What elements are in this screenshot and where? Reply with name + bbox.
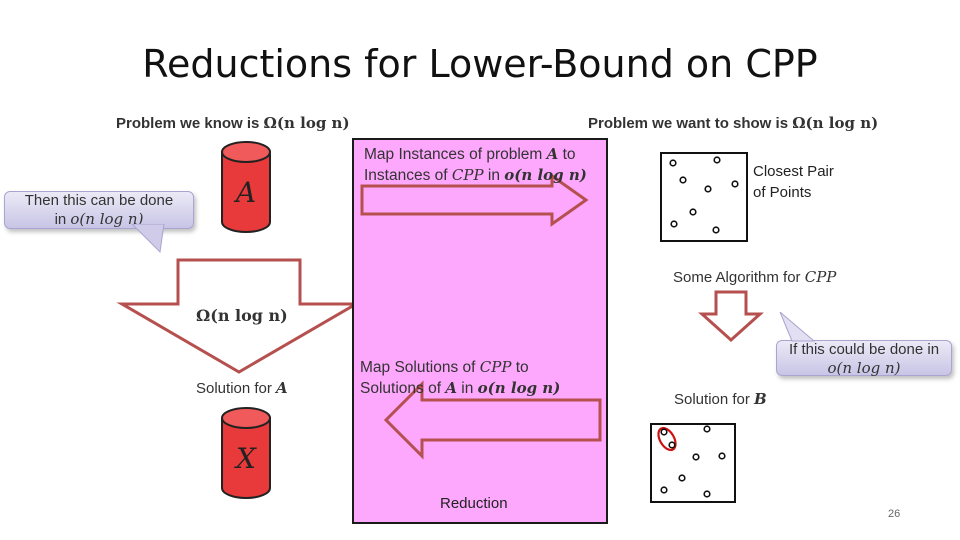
some-algorithm-label: Some Algorithm for CPP: [673, 268, 837, 286]
point-marker-icon: [689, 208, 697, 216]
point-marker-icon: [731, 180, 739, 188]
point-marker-icon: [660, 486, 668, 494]
callout-right: If this could be done in o(n log n): [776, 340, 952, 377]
points-solution: [657, 425, 726, 498]
reduction-label: Reduction: [440, 495, 508, 512]
point-marker-icon: [669, 159, 677, 167]
closest-pair-highlight-icon: [657, 426, 677, 452]
cylinder-icon-bottom: [221, 407, 271, 499]
slide-title: Reductions for Lower-Bound on CPP: [142, 42, 818, 86]
callout-left-tail-icon: [131, 224, 165, 254]
point-marker-icon: [668, 441, 676, 449]
solution-a-label: Solution for A: [196, 379, 288, 397]
callout-left: Then this can be done in o(n log n): [4, 191, 194, 229]
point-marker-icon: [670, 220, 678, 228]
page-number: 26: [888, 508, 901, 520]
point-marker-icon: [679, 176, 687, 184]
small-down-arrow-icon: [698, 290, 764, 343]
point-marker-icon: [703, 425, 711, 433]
left-arrow-overlay-icon: [383, 380, 602, 460]
point-marker-icon: [713, 156, 721, 164]
callout-right-tail-icon: [779, 312, 816, 342]
map-solutions-text: Map Solutions of CPP to Solutions of A i…: [360, 358, 561, 397]
header-left: Problem we know is Ω(n log n): [116, 114, 350, 132]
cylinder-icon-top: [221, 141, 271, 233]
cylinder-bottom-label: X: [236, 442, 256, 475]
point-marker-icon: [712, 226, 720, 234]
header-right: Problem we want to show is Ω(n log n): [588, 114, 879, 132]
point-marker-icon: [660, 428, 668, 436]
solution-b-label: Solution for B: [674, 390, 767, 408]
closest-pair-label: Closest Pair of Points: [753, 163, 834, 201]
point-marker-icon: [704, 185, 712, 193]
big-down-arrow-icon: [116, 258, 362, 374]
point-marker-icon: [692, 453, 700, 461]
map-instances-text: Map Instances of problem A to Instances …: [364, 145, 587, 184]
point-marker-icon: [678, 474, 686, 482]
point-marker-icon: [718, 452, 726, 460]
big-arrow-label: Ω(n log n): [196, 306, 288, 325]
points-input: [669, 156, 739, 234]
cylinder-top-label: A: [235, 176, 257, 209]
point-marker-icon: [703, 490, 711, 498]
right-arrow-overlay-icon: [360, 173, 589, 227]
